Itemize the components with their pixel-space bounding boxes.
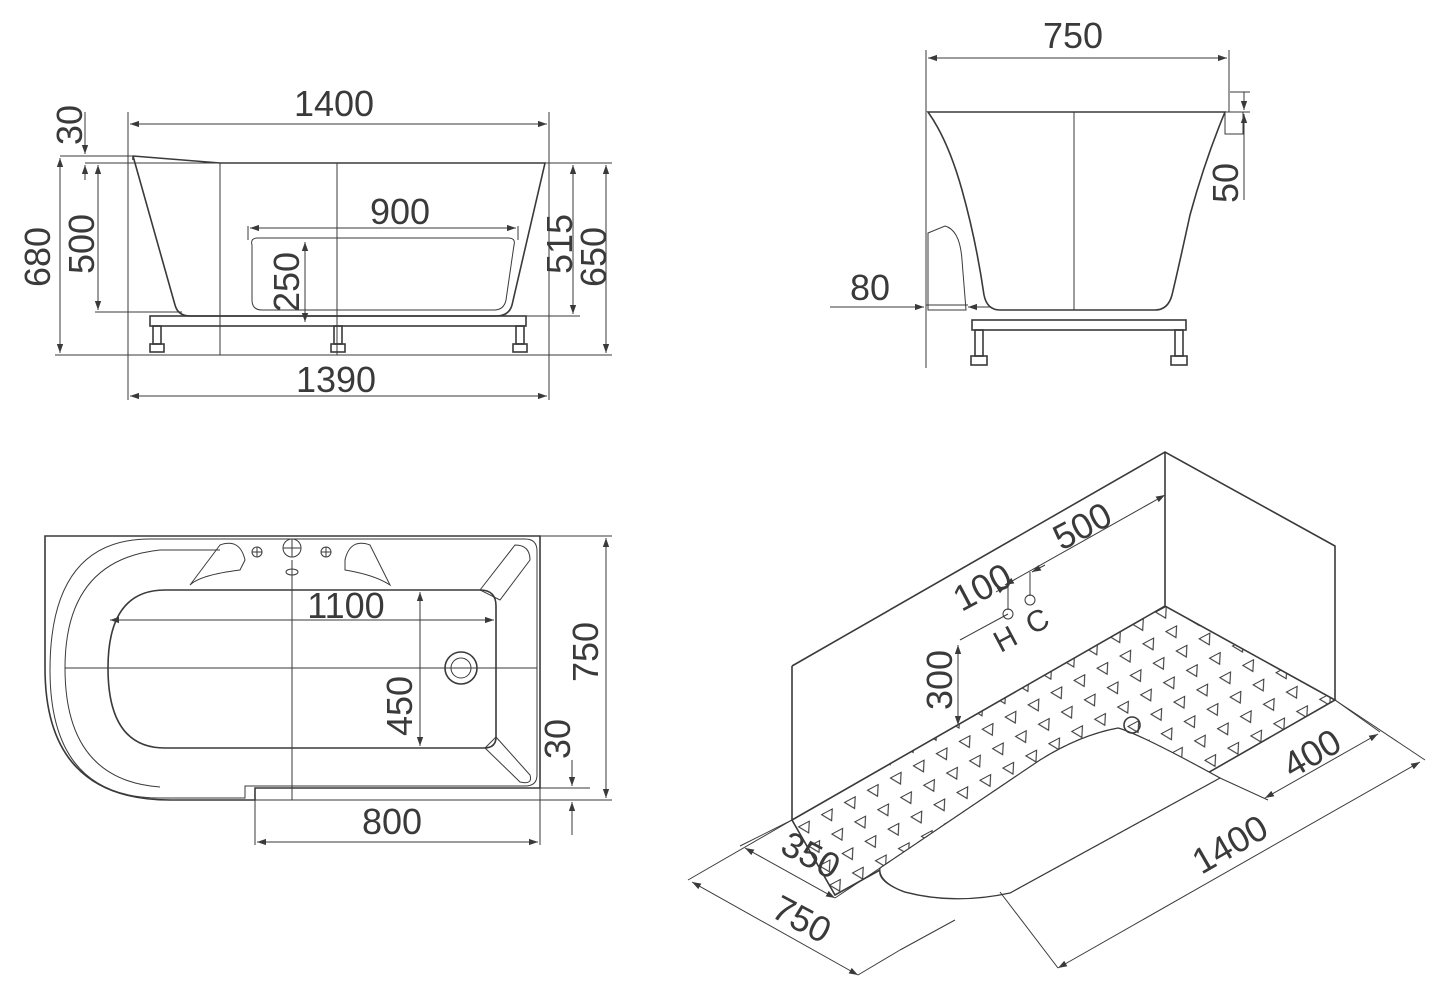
iso-dim-750: 750 xyxy=(766,887,838,951)
side-base-frame xyxy=(971,319,1187,331)
iso-dim-300: 300 xyxy=(919,650,960,710)
iso-dim-500: 500 xyxy=(1046,494,1118,558)
side-tub-outline xyxy=(926,111,1227,311)
dim-1390: 1390 xyxy=(296,359,376,400)
dim-80: 80 xyxy=(850,267,890,308)
dim-30-rim: 30 xyxy=(49,105,90,145)
front-tub-outline xyxy=(132,155,547,317)
dim-680: 680 xyxy=(17,227,58,287)
dim-900: 900 xyxy=(370,191,430,232)
iso-label-hot: H xyxy=(988,620,1023,659)
dim-650: 650 xyxy=(573,227,614,287)
front-base-frame xyxy=(149,315,527,327)
side-feet xyxy=(970,329,1188,366)
iso-drain xyxy=(1123,716,1141,734)
top-headrest-right xyxy=(344,542,392,587)
iso-view: H C 500 100 300 400 1400 350 750 xyxy=(687,451,1426,976)
dim-800: 800 xyxy=(362,801,422,842)
dim-1400-top: 1400 xyxy=(294,83,374,124)
side-headrest xyxy=(927,225,967,311)
front-view: 1400 1390 900 30 680 500 250 515 650 xyxy=(17,83,614,400)
dim-515: 515 xyxy=(539,214,580,274)
dim-750-side: 750 xyxy=(1043,15,1103,56)
dim-250: 250 xyxy=(266,252,307,312)
dim-750-top: 750 xyxy=(565,622,606,682)
iso-dim-400: 400 xyxy=(1275,720,1348,786)
top-side-arm xyxy=(479,544,531,601)
top-headrest-left xyxy=(189,542,246,586)
dim-50: 50 xyxy=(1205,163,1246,203)
dim-450: 450 xyxy=(379,676,420,736)
side-view: 750 50 80 xyxy=(830,15,1250,368)
front-inner-contour xyxy=(251,237,515,311)
dim-30-step: 30 xyxy=(537,719,578,759)
top-view: 1100 450 750 30 800 xyxy=(44,535,612,846)
front-feet xyxy=(149,325,528,353)
top-rim-curve xyxy=(49,538,538,799)
dim-1100: 1100 xyxy=(307,585,384,626)
dim-500-front: 500 xyxy=(61,214,102,274)
iso-label-cold: C xyxy=(1020,602,1055,641)
faucet-controls xyxy=(251,538,332,576)
top-inner-basin xyxy=(107,589,497,749)
